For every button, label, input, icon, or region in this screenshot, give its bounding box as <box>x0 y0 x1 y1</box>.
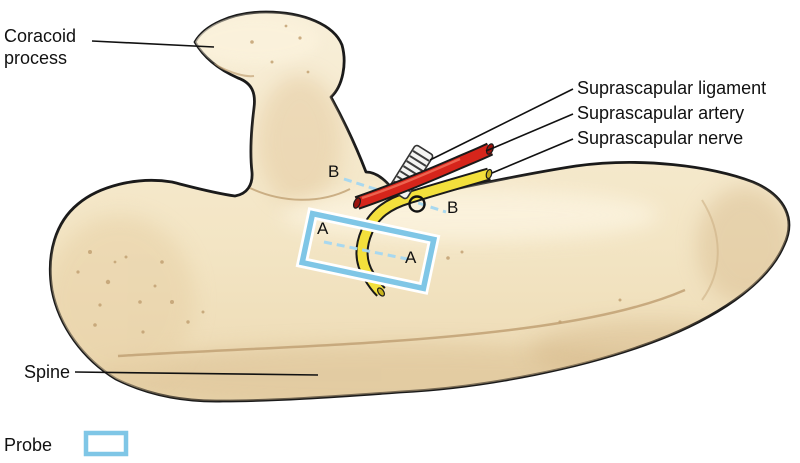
label-coracoid-line1: Coracoid <box>4 26 77 46</box>
notch-circle-marker <box>408 195 426 213</box>
label-suprascapular-nerve: Suprascapular nerve <box>577 128 744 148</box>
coracoid-leader-line <box>91 40 215 48</box>
suprascapular-artery-tube <box>352 142 495 210</box>
spine-leader-line <box>74 371 319 376</box>
artery-leader-line <box>485 113 574 152</box>
leader-lines <box>74 40 574 376</box>
label-spine: Spine <box>24 362 71 382</box>
marker-b-right: B <box>447 198 459 217</box>
nerve-leader-line <box>491 138 574 174</box>
label-suprascapular-ligament: Suprascapular ligament <box>577 78 767 98</box>
marker-a-left: A <box>317 219 329 238</box>
probe-rectangle <box>295 207 441 295</box>
marker-b-left: B <box>328 162 340 181</box>
label-coracoid-line2: process <box>4 48 68 68</box>
ligament-leader-line <box>429 88 574 161</box>
label-probe-legend: Probe <box>4 435 53 455</box>
probe-legend-swatch <box>83 430 129 457</box>
probe-axis-a-dashed-line <box>323 240 413 262</box>
marker-a-right: A <box>405 248 417 267</box>
label-suprascapular-artery: Suprascapular artery <box>577 103 745 123</box>
